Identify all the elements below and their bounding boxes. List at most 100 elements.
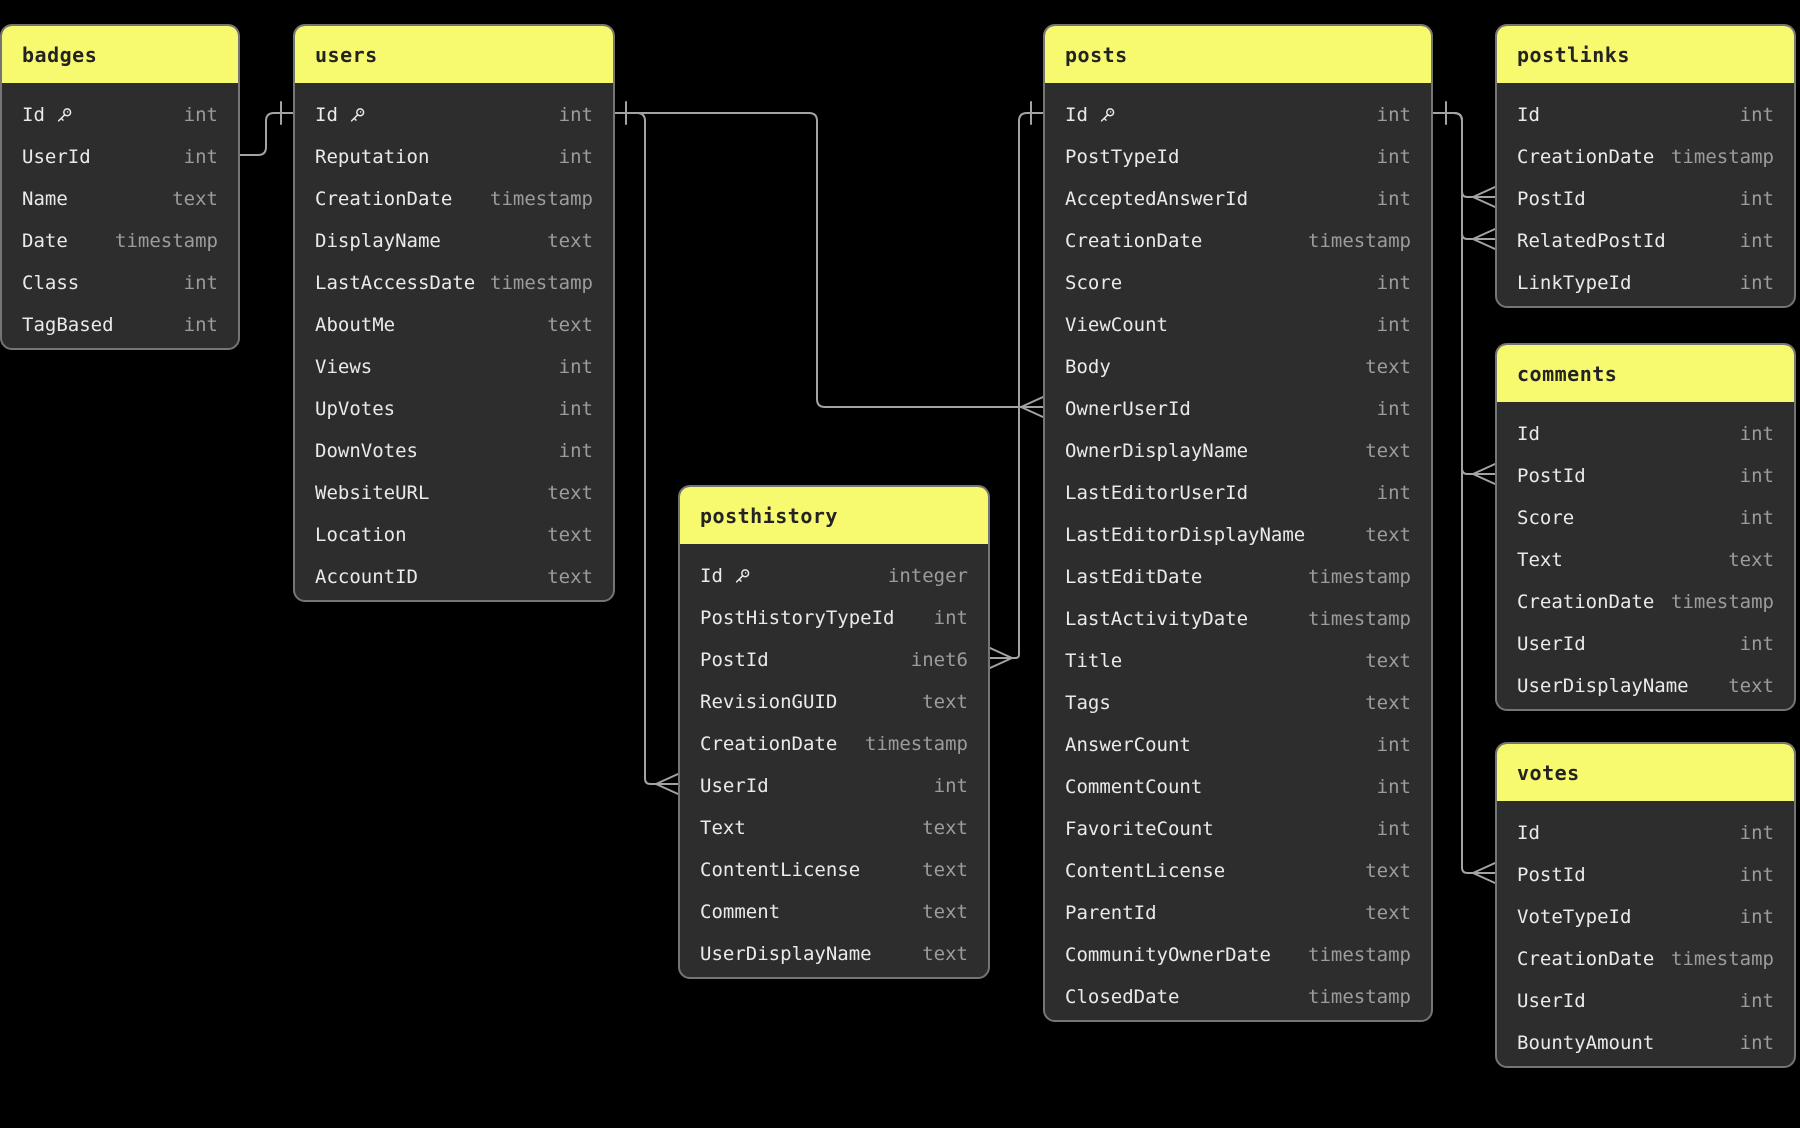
table-header-postlinks[interactable]: postlinks <box>1497 26 1794 83</box>
relationship-posts-Id-to-comments-PostId[interactable] <box>1433 112 1473 475</box>
relationship-posts-Id-to-votes-PostId[interactable] <box>1433 112 1473 874</box>
relationship-users-Id-to-posthistory-UserId[interactable] <box>615 112 656 785</box>
relationship-posts-Id-to-postlinks-RelatedPostId[interactable] <box>1433 112 1473 240</box>
relationship-badges-UserId-to-users-Id[interactable] <box>240 112 293 156</box>
field-name: ContentLicense <box>700 859 861 881</box>
field-name: DownVotes <box>315 440 418 462</box>
field-name: Score <box>1517 507 1575 529</box>
table-header-votes[interactable]: votes <box>1497 744 1794 801</box>
table-header-posthistory[interactable]: posthistory <box>680 487 988 544</box>
relationship-posts-Id-to-posthistory-PostId[interactable] <box>1012 112 1043 659</box>
table-header-comments[interactable]: comments <box>1497 345 1794 402</box>
table-header-users[interactable]: users <box>295 26 613 83</box>
field-type: text <box>172 188 218 210</box>
crow-foot-marker <box>1472 862 1496 874</box>
field-name: ContentLicense <box>1065 860 1226 882</box>
crow-foot-marker <box>1472 872 1496 884</box>
relationship-posts-Id-to-postlinks-PostId[interactable] <box>1433 112 1473 198</box>
relationship-users-Id-to-posts-OwnerUserId[interactable] <box>615 112 1021 408</box>
table-header-badges[interactable]: badges <box>2 26 238 83</box>
table-header-posts[interactable]: posts <box>1045 26 1431 83</box>
field-name: UpVotes <box>315 398 396 420</box>
field-name: DisplayName <box>315 230 441 252</box>
